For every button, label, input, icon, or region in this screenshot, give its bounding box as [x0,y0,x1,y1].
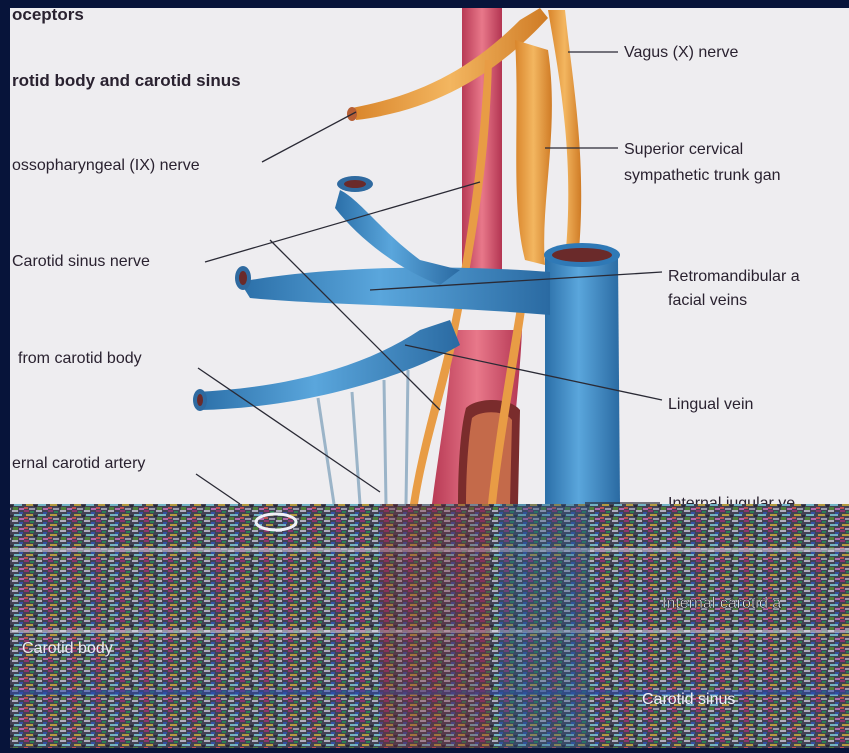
label-internal-carotid-artery: Internal carotid a [662,595,781,612]
label-superior-cervical-1: Superior cervical [624,141,743,158]
label-retromandibular-1: Retromandibular a [668,268,800,285]
subheading-text: rotid body and carotid sinus [12,71,241,90]
label-superior-cervical-2: sympathetic trunk gan [624,167,781,184]
label-carotid-sinus-nerve: Carotid sinus nerve [12,253,150,270]
label-from-carotid-body: from carotid body [18,350,142,367]
label-lingual-vein: Lingual vein [668,396,753,413]
label-carotid-sinus: Carotid sinus [642,691,735,708]
label-vagus-nerve: Vagus (X) nerve [624,44,739,61]
corrupted-image-band: Internal carotid a Carotid body Carotid … [10,504,849,748]
label-carotid-body: Carotid body [22,640,113,657]
heading-text: oceptors [12,5,84,24]
label-external-carotid-artery: ernal carotid artery [12,455,145,472]
label-retromandibular-2: facial veins [668,292,747,309]
internal-jugular-vein [544,243,620,504]
label-glossopharyngeal-nerve: ossopharyngeal (IX) nerve [12,157,200,174]
